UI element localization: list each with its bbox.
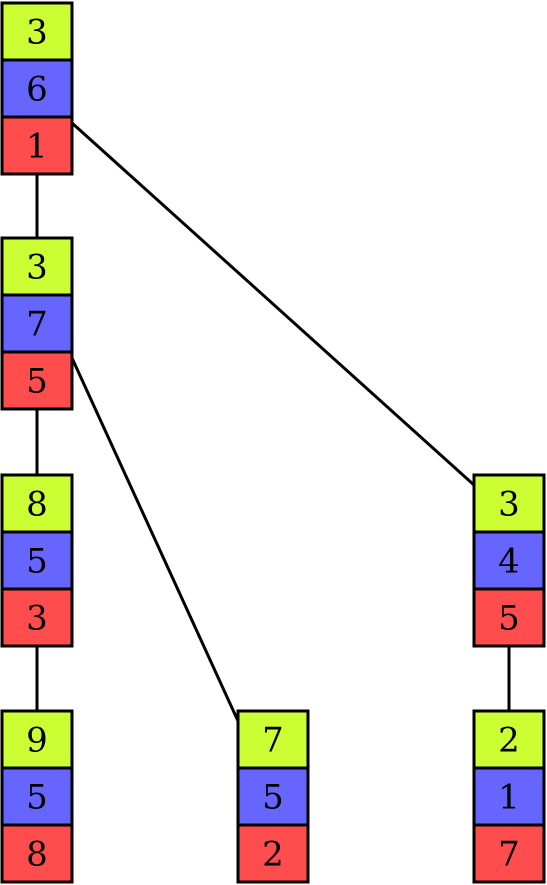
top-cell-box: [472, 709, 546, 770]
middle-cell-value: 4: [498, 542, 520, 582]
middle-cell-value: 1: [498, 778, 520, 818]
bottom-cell-box: [0, 350, 74, 411]
bottom-cell: 2: [236, 823, 310, 884]
bottom-cell-box: [472, 823, 546, 884]
top-cell-value: 3: [498, 485, 520, 525]
bottom-cell-value: 5: [26, 362, 48, 402]
top-cell-box: [0, 709, 74, 770]
top-cell-value: 9: [26, 721, 48, 761]
bottom-cell-box: [472, 587, 546, 648]
middle-cell-value: 7: [26, 305, 48, 345]
middle-cell: 5: [0, 530, 74, 591]
top-cell-box: [0, 473, 74, 534]
middle-cell: 1: [472, 766, 546, 827]
bottom-cell-box: [0, 823, 74, 884]
top-cell: 2: [472, 709, 546, 770]
top-cell: 8: [0, 473, 74, 534]
node-n1: 3 6 1: [0, 1, 74, 176]
middle-cell: 5: [236, 766, 310, 827]
node-n2: 3 7 5: [0, 236, 74, 411]
edge-n2-n5: [70, 357, 240, 722]
top-cell-value: 3: [26, 248, 48, 288]
bottom-cell-value: 1: [26, 127, 48, 167]
top-cell-value: 7: [262, 721, 284, 761]
node-n5: 7 5 2: [236, 709, 310, 884]
top-cell: 9: [0, 709, 74, 770]
middle-cell-value: 5: [26, 778, 48, 818]
middle-cell-value: 5: [262, 778, 284, 818]
bottom-cell-value: 3: [26, 599, 48, 639]
middle-cell-box: [0, 530, 74, 591]
node-n7: 2 1 7: [472, 709, 546, 884]
bottom-cell-value: 2: [262, 835, 284, 875]
middle-cell-value: 6: [26, 70, 48, 110]
node-n6: 3 4 5: [472, 473, 546, 648]
top-cell-box: [0, 1, 74, 62]
middle-cell: 5: [0, 766, 74, 827]
edge-n1-n6: [70, 121, 476, 487]
bottom-cell-value: 5: [498, 599, 520, 639]
node-n3: 8 5 3: [0, 473, 74, 648]
bottom-cell-box: [236, 823, 310, 884]
top-cell: 3: [472, 473, 546, 534]
bottom-cell: 7: [472, 823, 546, 884]
middle-cell-box: [0, 58, 74, 119]
middle-cell-box: [472, 766, 546, 827]
bottom-cell: 1: [0, 115, 74, 176]
bottom-cell: 5: [0, 350, 74, 411]
middle-cell: 4: [472, 530, 546, 591]
middle-cell: 7: [0, 293, 74, 354]
bottom-cell: 8: [0, 823, 74, 884]
bottom-cell: 5: [472, 587, 546, 648]
top-cell-box: [236, 709, 310, 770]
bottom-cell: 3: [0, 587, 74, 648]
top-cell: 3: [0, 1, 74, 62]
middle-cell-value: 5: [26, 542, 48, 582]
node-n4: 9 5 8: [0, 709, 74, 884]
bottom-cell-value: 7: [498, 835, 520, 875]
middle-cell-box: [0, 293, 74, 354]
bottom-cell-box: [0, 115, 74, 176]
top-cell: 7: [236, 709, 310, 770]
top-cell-value: 2: [498, 721, 520, 761]
bottom-cell-value: 8: [26, 835, 48, 875]
edges-layer: [35, 121, 511, 722]
bottom-cell-box: [0, 587, 74, 648]
top-cell: 3: [0, 236, 74, 297]
middle-cell: 6: [0, 58, 74, 119]
top-cell-value: 8: [26, 485, 48, 525]
middle-cell-box: [236, 766, 310, 827]
top-cell-value: 3: [26, 13, 48, 53]
